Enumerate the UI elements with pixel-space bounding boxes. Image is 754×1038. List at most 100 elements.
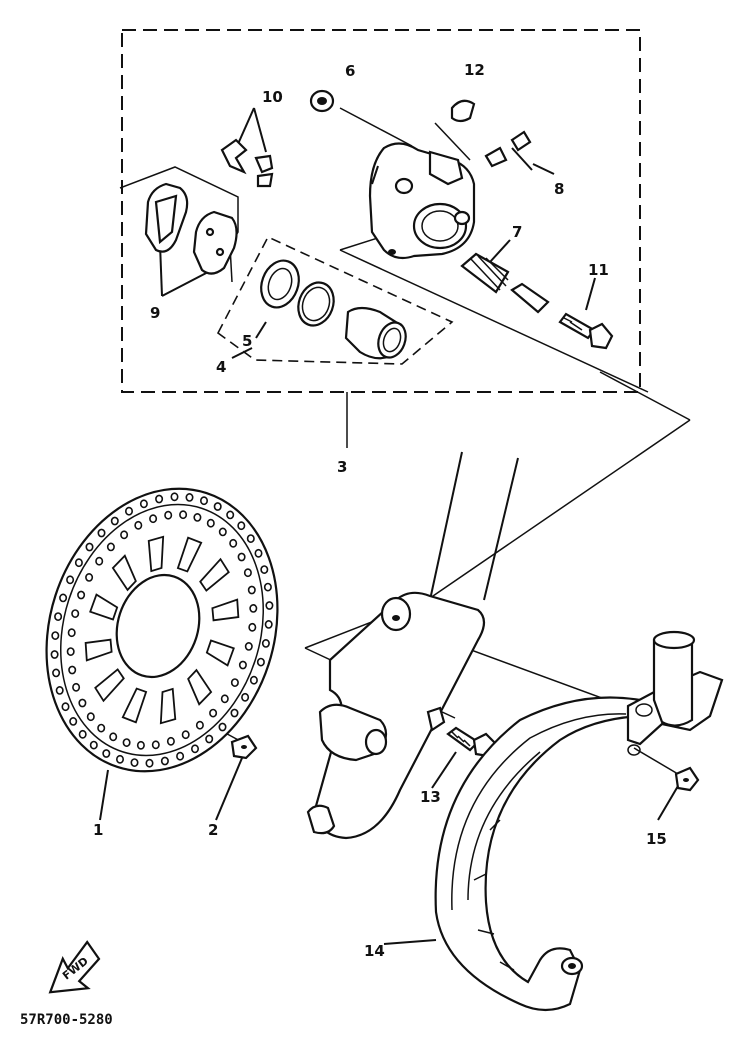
disc-hole — [193, 513, 202, 522]
disc-hole — [264, 620, 273, 629]
disc-hole — [66, 575, 75, 585]
disc-hole — [179, 510, 188, 520]
disc-slot — [121, 687, 148, 724]
part-6-cap — [309, 89, 335, 113]
disc-hole — [254, 548, 263, 558]
disc-hole — [139, 499, 148, 509]
disc-hole — [247, 585, 256, 595]
part-9-brake-pads — [144, 182, 238, 275]
disc-hole — [265, 601, 274, 610]
disc-hole — [102, 749, 111, 758]
disc-hole — [59, 593, 68, 603]
disc-hole — [97, 528, 106, 538]
disc-hole — [51, 631, 60, 640]
disc-hole — [97, 723, 106, 733]
disc-hole — [72, 682, 81, 692]
disc-hole — [109, 732, 118, 742]
disc-slot — [84, 638, 113, 662]
disc-hole — [106, 542, 115, 552]
part-8-bleed-screws — [484, 130, 532, 168]
disc-hole — [261, 639, 270, 648]
disc-hole — [77, 590, 86, 600]
disc-slot — [176, 536, 203, 573]
callout-3: 3 — [337, 458, 347, 476]
callout-12: 12 — [464, 61, 485, 79]
disc-slot — [187, 668, 213, 706]
disc-hole — [230, 708, 239, 718]
disc-hole — [136, 740, 145, 750]
callout-13: 13 — [420, 788, 441, 806]
disc-slot — [94, 668, 125, 703]
disc-hole — [71, 609, 80, 618]
disc-hole — [185, 492, 194, 502]
disc-hole — [95, 556, 104, 566]
disc-hole — [244, 642, 253, 651]
disc-hole — [86, 712, 95, 722]
part-11-bolt — [558, 312, 614, 350]
disc-hole — [181, 730, 190, 740]
disc-slot — [205, 639, 235, 667]
disc-hole — [248, 622, 257, 632]
disc-slot — [147, 535, 165, 573]
disc-hole — [125, 506, 134, 516]
disc-hole — [78, 698, 87, 708]
disc-slot — [211, 598, 240, 622]
disc-hole — [66, 647, 75, 656]
disc-hole — [229, 538, 238, 548]
caliper-body — [368, 142, 476, 260]
disc-hole — [195, 720, 204, 730]
disc-hole — [176, 751, 185, 761]
callout-1: 1 — [93, 821, 103, 839]
disc-hole — [209, 708, 218, 718]
disc-hole — [155, 494, 164, 504]
disc-hole — [260, 565, 269, 574]
callout-8: 8 — [554, 180, 564, 198]
disc-hole — [164, 510, 173, 520]
disc-hole — [249, 675, 258, 685]
disc-hole — [68, 665, 77, 675]
callout-labels: 1 2 3 4 5 6 7 8 9 10 11 12 13 14 15 — [93, 61, 667, 960]
disc-hole — [55, 686, 64, 695]
disc-hole — [218, 527, 227, 537]
disc-hole — [116, 754, 125, 764]
disc-hole — [263, 582, 272, 592]
disc-hole — [67, 628, 76, 638]
fwd-arrow-icon: FWD — [48, 940, 101, 994]
disc-hole — [122, 738, 131, 747]
callout-7: 7 — [512, 223, 522, 241]
front-fork — [306, 451, 519, 840]
disc-hole — [200, 496, 209, 506]
disc-hole — [191, 744, 200, 754]
disc-hole — [218, 722, 227, 732]
disc-hole — [213, 502, 222, 511]
disc-hole — [249, 604, 258, 613]
disc-slot — [159, 687, 177, 725]
callout-2: 2 — [208, 821, 218, 839]
part-10-pad-clips — [220, 138, 274, 188]
disc-hole — [85, 542, 94, 552]
caliper-assembly-boundary — [121, 29, 641, 393]
disc-hole — [110, 516, 119, 526]
disc-hole — [50, 650, 59, 659]
disc-hole — [52, 668, 61, 678]
disc-hole — [89, 740, 98, 750]
callout-6: 6 — [345, 62, 355, 80]
disc-hole — [69, 717, 78, 726]
disc-hole — [85, 573, 94, 582]
disc-hole — [237, 521, 246, 531]
disc-hole — [160, 756, 169, 766]
disc-hole — [243, 568, 252, 578]
callout-15: 15 — [646, 830, 667, 848]
disc-hole — [226, 510, 235, 520]
disc-hole — [74, 558, 83, 568]
drawing-code: 57R700-5280 — [20, 1012, 113, 1028]
disc-hole — [166, 736, 175, 746]
disc-hole — [149, 514, 158, 524]
part-7-boot — [460, 252, 550, 314]
callout-14: 14 — [364, 942, 385, 960]
disc-hole — [170, 492, 179, 502]
part-12-boot — [450, 99, 476, 123]
disc-hole — [134, 520, 143, 530]
